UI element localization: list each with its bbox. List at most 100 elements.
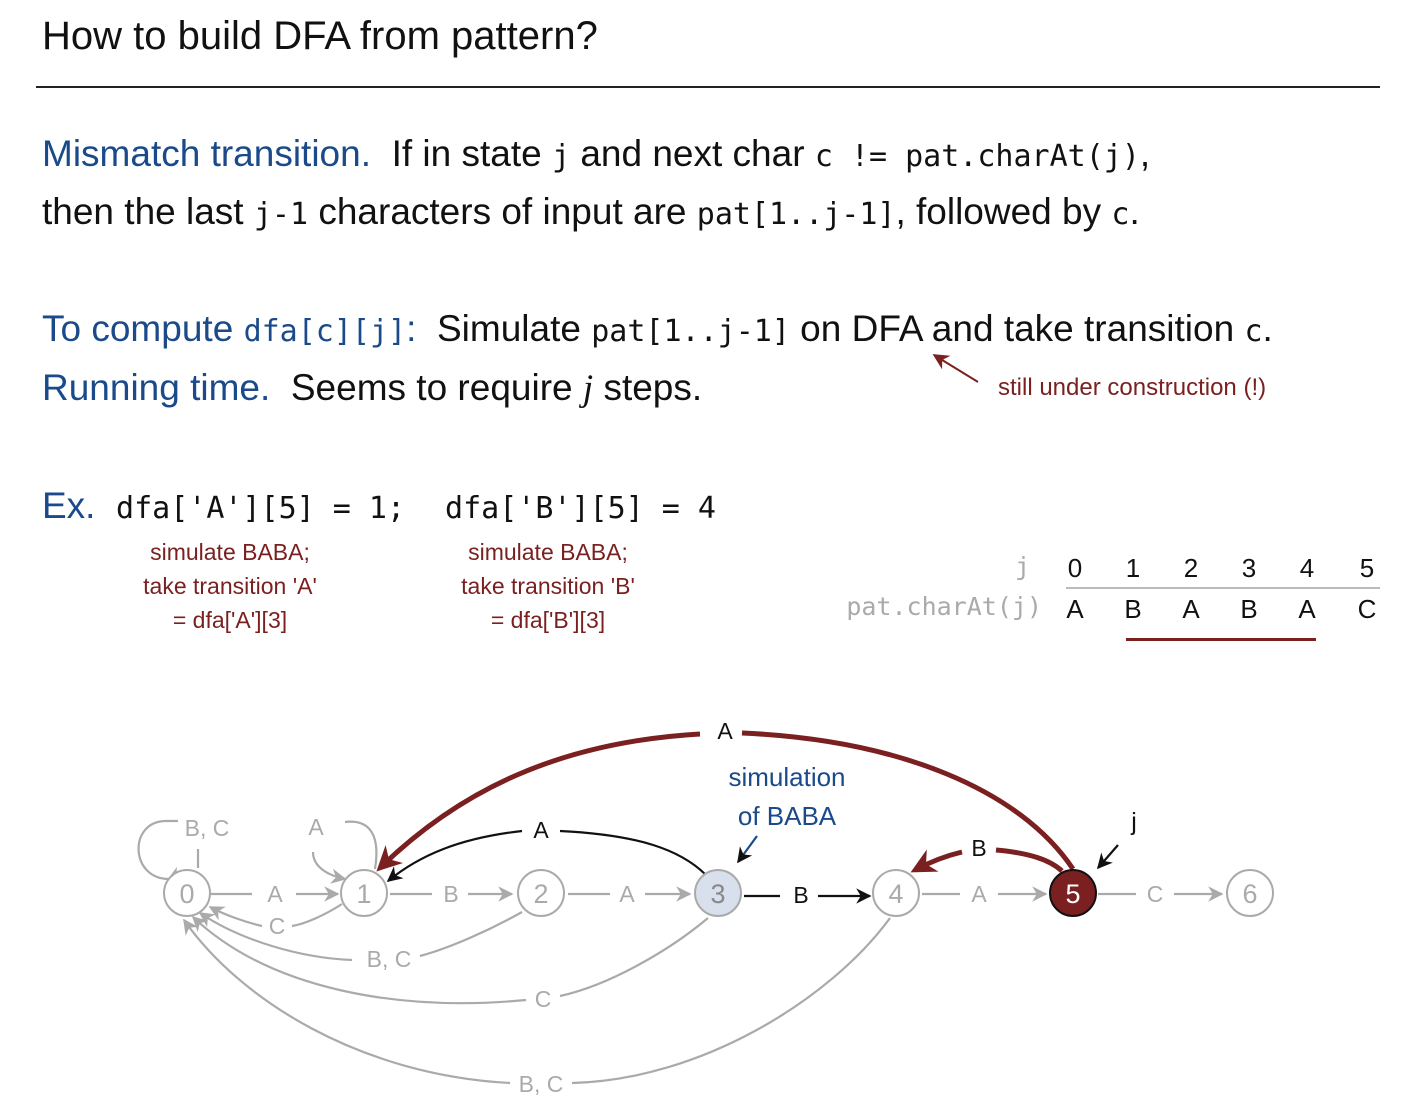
edge-0-self — [137, 819, 200, 881]
mismatch-line-1: Mismatch transition. If in state j and n… — [42, 132, 1150, 179]
line3-text-2: on DFA and take transition — [789, 308, 1245, 349]
line1-text-1: If in state — [391, 133, 552, 174]
state-4-label: 4 — [888, 879, 903, 909]
line4-var: j — [582, 368, 594, 409]
line3-text-3: . — [1262, 308, 1273, 349]
table-j-label: j — [1014, 552, 1030, 581]
simulation-label-2: of BABA — [738, 801, 837, 831]
table-index: 0 — [1067, 553, 1083, 583]
state-6: 6 — [1226, 869, 1274, 917]
label-e4-0: B, C — [519, 1071, 564, 1097]
table-index: 2 — [1183, 553, 1199, 583]
state-1: 1 — [340, 869, 388, 917]
line1-text-3: , — [1139, 133, 1151, 174]
label-e1-2: B — [443, 881, 458, 907]
table-char: B — [1240, 594, 1258, 624]
label-e4-5: A — [971, 881, 987, 907]
label-s1-self: A — [308, 814, 324, 840]
edge-5-1 — [380, 730, 1076, 869]
line2-text-3: , followed by — [895, 191, 1112, 232]
state-1-label: 1 — [356, 879, 371, 909]
line4-text-2: steps. — [593, 367, 703, 408]
example-note-a: simulate BABA; take transition 'A' = dfa… — [80, 535, 380, 637]
table-index: 3 — [1241, 553, 1257, 583]
note-a-line: take transition 'A' — [143, 573, 317, 599]
table-index: 5 — [1359, 553, 1375, 583]
label-e5-1: A — [717, 718, 733, 744]
mismatch-heading: Mismatch transition. — [42, 133, 371, 174]
label-e2-0: B, C — [367, 946, 412, 972]
state-0-label: 0 — [179, 879, 194, 909]
compute-heading: To compute — [42, 308, 244, 349]
note-b-line: take transition 'B' — [461, 573, 635, 599]
line2-code-1: j-1 — [253, 197, 309, 232]
state-6-label: 6 — [1242, 879, 1257, 909]
label-s0-self: B, C — [185, 815, 230, 841]
edge-3-0 — [193, 917, 709, 1005]
running-time-heading: Running time. — [42, 367, 271, 408]
simulation-label-1: simulation — [728, 762, 845, 792]
table-char: A — [1182, 594, 1200, 624]
label-e3-0: C — [535, 986, 552, 1012]
label-e1-0: C — [269, 913, 286, 939]
note-b-line: = dfa['B'][3] — [490, 607, 606, 633]
state-4: 4 — [872, 869, 920, 917]
table-index: 1 — [1125, 553, 1141, 583]
label-e3-1: A — [533, 817, 549, 843]
simulation-arrow — [737, 835, 758, 864]
mismatch-line-2: then the last j-1 characters of input ar… — [42, 190, 1140, 237]
state-5-label: 5 — [1065, 879, 1080, 909]
state-3-label: 3 — [710, 879, 725, 909]
page-title: How to build DFA from pattern? — [42, 14, 598, 58]
compute-line: To compute dfa[c][j]: Simulate pat[1..j-… — [42, 307, 1273, 354]
compute-heading-colon: : — [406, 308, 417, 349]
table-pat-label: pat.charAt(j) — [846, 592, 1042, 621]
line2-code-3: c — [1111, 197, 1130, 232]
label-e3-4: B — [793, 882, 808, 908]
baba-underline — [1126, 638, 1316, 641]
running-time-line: Running time. Seems to require j steps. — [42, 366, 702, 411]
example-note-b: simulate BABA; take transition 'B' = dfa… — [398, 535, 698, 637]
edge-5-4 — [915, 850, 1064, 871]
note-b-line: simulate BABA; — [468, 539, 628, 565]
compute-heading-code: dfa[c][j] — [243, 314, 407, 349]
label-current-j: j — [1130, 808, 1137, 836]
state-2: 2 — [517, 869, 565, 917]
edge-2-0 — [200, 912, 523, 962]
title-divider — [36, 86, 1380, 88]
note-a-line: simulate BABA; — [150, 539, 310, 565]
label-e5-4: B — [971, 835, 986, 861]
table-char: C — [1357, 594, 1377, 624]
label-e2-3: A — [619, 881, 635, 907]
example-code-b: dfa['B'][5] = 4 — [445, 491, 716, 526]
label-e0-1: A — [267, 881, 283, 907]
label-e5-6: C — [1147, 881, 1164, 907]
example-line: Ex. dfa['A'][5] = 1; dfa['B'][5] = 4 — [42, 484, 716, 531]
line2-text-2: characters of input are — [308, 191, 697, 232]
line2-text-1: then the last — [42, 191, 254, 232]
construction-note: still under construction (!) — [998, 374, 1267, 401]
line1-text-2: and next char — [570, 133, 815, 174]
line1-code-1: j — [551, 139, 571, 174]
table-char: A — [1066, 594, 1084, 624]
line1-code-2: c != pat.charAt(j) — [814, 139, 1140, 174]
line3-text-1: Simulate — [436, 308, 592, 349]
line2-text-4: . — [1129, 191, 1140, 232]
line4-text-1: Seems to require — [290, 367, 583, 408]
state-5: 5 — [1049, 869, 1097, 917]
line3-code-2: pat[1..j-1] — [591, 314, 790, 349]
state-0: 0 — [163, 869, 211, 917]
state-3: 3 — [694, 869, 742, 917]
table-divider — [1066, 587, 1380, 589]
example-code-a: dfa['A'][5] = 1; — [116, 491, 406, 526]
j-pointer-arrow — [1096, 844, 1119, 870]
line2-code-2: pat[1..j-1] — [696, 197, 896, 232]
construction-arrow — [932, 354, 979, 383]
line3-code-3: c — [1244, 314, 1263, 349]
edge-4-0 — [184, 918, 891, 1085]
table-char: A — [1298, 594, 1316, 624]
state-2-label: 2 — [533, 879, 548, 909]
example-heading: Ex. — [42, 485, 96, 526]
table-index: 4 — [1299, 553, 1315, 583]
